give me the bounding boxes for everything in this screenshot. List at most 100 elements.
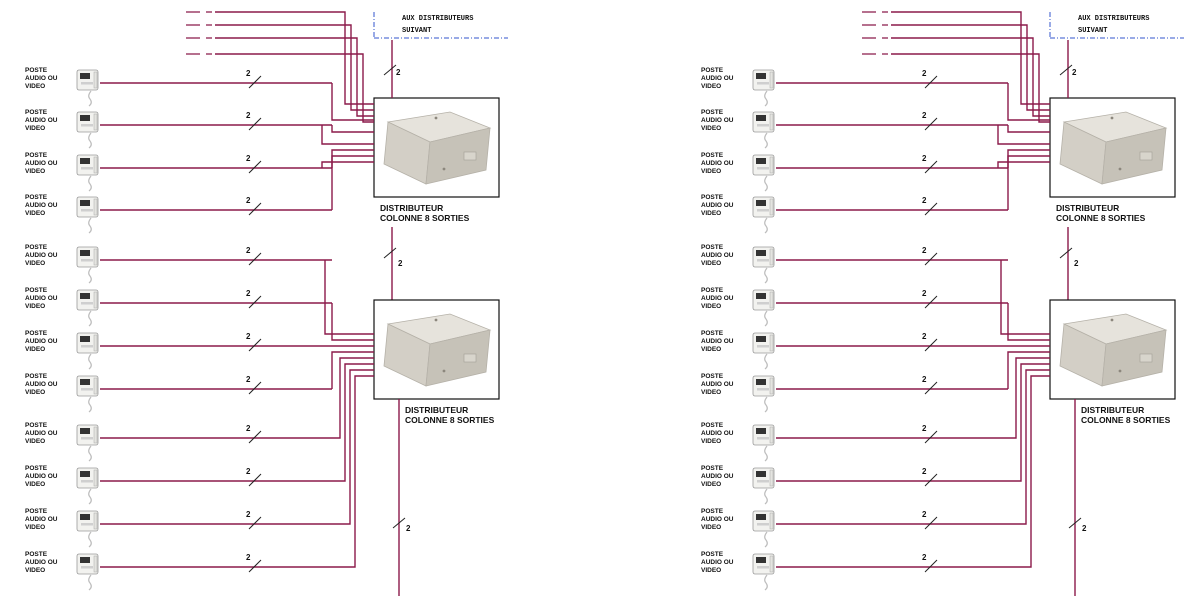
station-screen — [80, 293, 90, 299]
station-keypad — [81, 566, 93, 569]
cable-count-slash — [248, 559, 262, 573]
wire-path — [332, 357, 374, 439]
station-label-line: POSTE — [701, 465, 724, 472]
cable-count-slash — [248, 295, 262, 309]
station-label-line: AUDIO OU — [701, 295, 734, 302]
intercom-station-icon — [76, 510, 99, 548]
distributor-label-line1: DISTRIBUTEUR — [380, 203, 443, 213]
station-keypad — [81, 167, 93, 170]
note-text-line2: SUIVANT — [1078, 27, 1107, 35]
cable-count-slash — [1059, 247, 1073, 259]
cable-count: 2 — [246, 332, 251, 341]
station-label-line: POSTE — [701, 67, 724, 74]
cable-count-slash — [248, 202, 262, 216]
handset-icon — [93, 334, 98, 352]
station-keypad — [81, 209, 93, 212]
station-label-line: POSTE — [701, 152, 724, 159]
station-keypad — [81, 259, 93, 262]
cable-count: 2 — [246, 246, 251, 255]
station-screen — [756, 73, 766, 79]
intercom-station-icon — [752, 154, 775, 192]
station-label-line: POSTE — [25, 287, 48, 294]
cable-count: 2 — [922, 424, 927, 433]
station-label-line: POSTE — [25, 330, 48, 337]
handset-icon — [93, 555, 98, 573]
incoming-feeder — [891, 11, 1050, 105]
wire-path — [1008, 369, 1050, 525]
cable-count-slash — [924, 338, 938, 352]
wire-path — [331, 125, 374, 133]
station-screen — [80, 250, 90, 256]
distributor-box — [373, 97, 500, 198]
distributor-label-line2: COLONNE 8 SORTIES — [405, 415, 495, 425]
cable-count: 2 — [246, 111, 251, 120]
wire-path — [997, 161, 1050, 168]
distributor-side-face — [1101, 329, 1167, 387]
handset-icon — [769, 377, 774, 395]
wire-path — [1007, 149, 1050, 168]
distributor-screw — [1118, 369, 1122, 373]
handset-icon — [769, 426, 774, 444]
distributor-side-face — [1101, 127, 1167, 185]
station-label-line: VIDEO — [25, 83, 45, 90]
wire-path — [1007, 351, 1050, 389]
station-label-line: VIDEO — [701, 567, 721, 574]
station-keypad — [757, 523, 769, 526]
cable-count: 2 — [922, 510, 927, 519]
station-screen — [756, 471, 766, 477]
handset-icon — [769, 198, 774, 216]
station-screen — [756, 514, 766, 520]
distributor-label-line2: COLONNE 8 SORTIES — [380, 213, 470, 223]
station-keypad — [757, 259, 769, 262]
handset-icon — [93, 156, 98, 174]
distributor-label-line1: DISTRIBUTEUR — [1081, 405, 1144, 415]
handset-icon — [93, 377, 98, 395]
wire-path — [321, 161, 374, 168]
intercom-station-icon — [76, 246, 99, 284]
station-cord — [764, 217, 768, 234]
cable-count: 2 — [246, 69, 251, 78]
intercom-station-icon — [752, 196, 775, 234]
wire-path — [997, 125, 1050, 145]
station-cord — [764, 531, 768, 548]
station-cord — [88, 574, 92, 591]
station-label-line: POSTE — [701, 373, 724, 380]
station-cord — [88, 267, 92, 284]
station-label-line: VIDEO — [701, 260, 721, 267]
handset-icon — [769, 555, 774, 573]
station-label-line: POSTE — [25, 508, 48, 515]
station-label-line: VIDEO — [701, 303, 721, 310]
cable-count: 2 — [922, 553, 927, 562]
note-text-line1: AUX DISTRIBUTEURS — [402, 15, 473, 23]
station-keypad — [757, 82, 769, 85]
station-screen — [756, 158, 766, 164]
station-cord — [88, 396, 92, 413]
station-label-line: VIDEO — [701, 83, 721, 90]
station-keypad — [757, 388, 769, 391]
intercom-station-icon — [76, 553, 99, 591]
station-screen — [756, 115, 766, 121]
station-label-line: AUDIO OU — [25, 338, 58, 345]
station-label-line: VIDEO — [25, 438, 45, 445]
station-label-line: VIDEO — [701, 524, 721, 531]
distributor-screw — [434, 318, 438, 322]
bus-count: 2 — [406, 524, 411, 533]
cable-count-slash — [924, 202, 938, 216]
handset-icon — [93, 71, 98, 89]
cable-count: 2 — [922, 69, 927, 78]
cable-count: 2 — [246, 424, 251, 433]
station-cord — [764, 488, 768, 505]
cable-count-slash — [248, 516, 262, 530]
cable-count: 2 — [922, 154, 927, 163]
station-cord — [88, 488, 92, 505]
cable-count-slash — [383, 247, 397, 259]
distributor-screw — [442, 369, 446, 373]
distributor-connector — [463, 353, 477, 363]
station-cord — [764, 132, 768, 149]
wire-path — [321, 125, 374, 145]
